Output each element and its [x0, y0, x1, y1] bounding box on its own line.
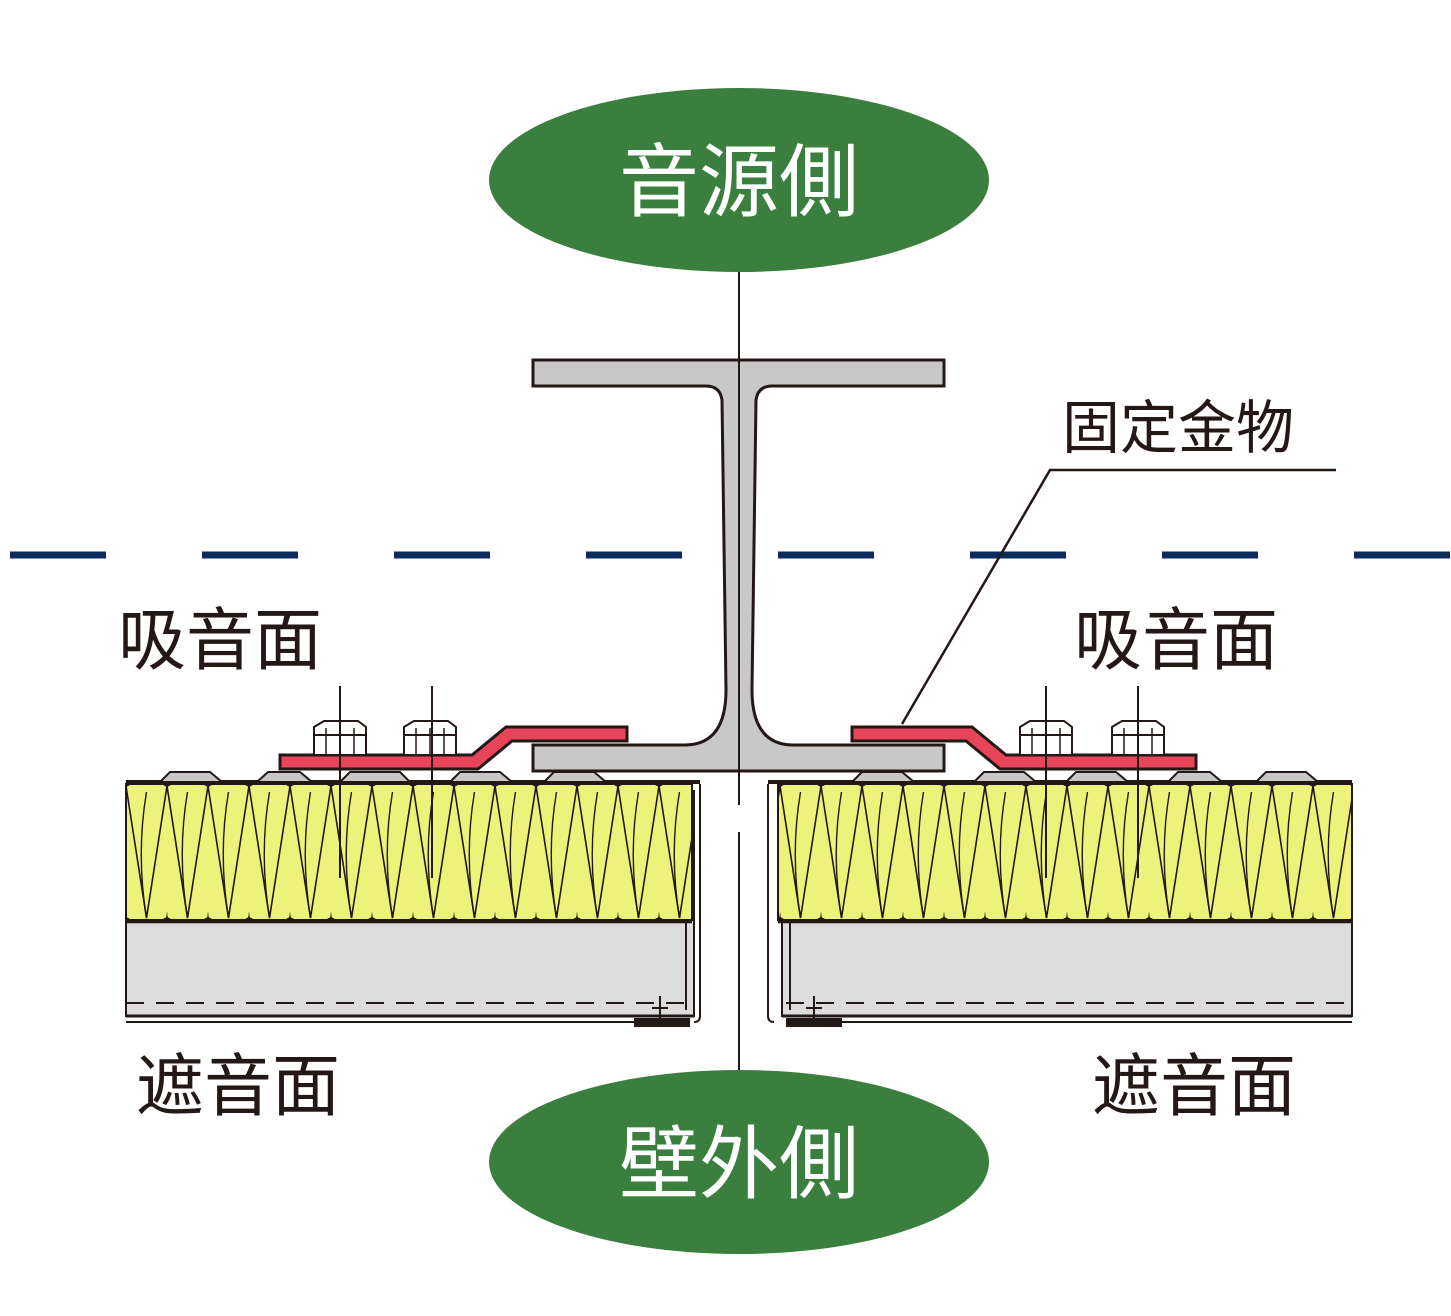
left-fixing-bracket	[278, 725, 629, 771]
right-insulation	[777, 783, 1353, 921]
right-panel	[767, 771, 1353, 1027]
outer-side-badge: 壁外側	[489, 1070, 989, 1254]
fixing-bracket-leader	[900, 468, 1336, 725]
left-panel-backing	[125, 919, 695, 1017]
absorbing-leader-lines	[339, 686, 1139, 878]
insulating-surface-label-right: 遮音面	[1092, 1048, 1296, 1127]
left-insulation	[125, 783, 693, 921]
right-panel-backing	[781, 919, 1353, 1017]
bolt-left-2	[403, 720, 457, 756]
left-panel	[125, 771, 701, 1027]
absorbing-surface-label-left: 吸音面	[118, 602, 322, 681]
source-side-label: 音源側	[619, 136, 859, 229]
insulating-surface-label-left: 遮音面	[136, 1048, 340, 1127]
fixing-bracket-label: 固定金物	[1062, 394, 1294, 462]
absorbing-surface-label-right: 吸音面	[1074, 602, 1278, 681]
right-fixing-bracket	[850, 725, 1198, 771]
source-side-badge: 音源側	[489, 88, 989, 272]
outer-side-label: 壁外側	[619, 1118, 859, 1211]
